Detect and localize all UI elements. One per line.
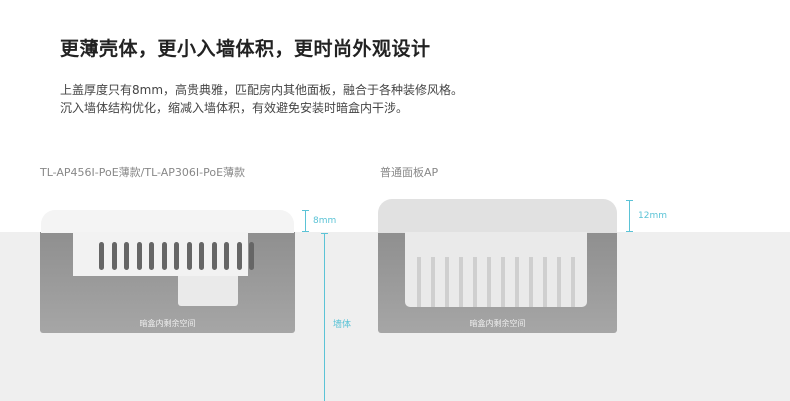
vent-slat <box>501 257 505 307</box>
left-thickness-label: 8mm <box>313 216 337 226</box>
vent-slot <box>211 242 217 270</box>
left-thickness-marker <box>305 210 306 232</box>
right-thickness-label: 12mm <box>638 211 667 221</box>
vent-slat <box>571 257 575 307</box>
vent-slat <box>515 257 519 307</box>
wall-label: 墙体 <box>333 320 352 330</box>
vent-slat <box>529 257 533 307</box>
vent-slat <box>543 257 547 307</box>
description-line-2: 沉入墙体结构优化，缩减入墙体积，有效避免安装时暗盒内干涉。 <box>60 101 409 115</box>
vent-slat <box>445 257 449 307</box>
vent-slot <box>149 242 154 270</box>
vent-slot <box>199 242 204 270</box>
right-thickness-marker <box>629 200 630 232</box>
vent-slot <box>124 242 129 270</box>
vent-slot <box>99 242 104 270</box>
right-caption: 普通面板AP <box>380 166 439 179</box>
vent-slot <box>224 242 229 270</box>
vent-slot <box>161 242 167 270</box>
description-line-1: 上盖厚度只有8mm，高贵典雅，匹配房内其他面板，融合于各种装修风格。 <box>60 83 464 97</box>
left-thin-panel <box>41 210 294 233</box>
left-module-tab <box>178 276 238 306</box>
left-space-label: 暗盒内剩余空间 <box>139 319 196 328</box>
right-space-label: 暗盒内剩余空间 <box>469 319 526 328</box>
vent-slat <box>487 257 491 307</box>
vent-slat <box>473 257 477 307</box>
vent-slat <box>431 257 435 307</box>
vent-slot <box>136 242 142 270</box>
right-standard-panel <box>378 199 617 233</box>
wall-depth-line <box>324 233 325 401</box>
vent-slot <box>249 242 254 270</box>
left-module <box>73 232 254 276</box>
left-caption: TL-AP456I-PoE薄款/TL-AP306I-PoE薄款 <box>40 166 246 179</box>
right-module <box>405 232 587 307</box>
vent-slot <box>174 242 179 270</box>
vent-slot <box>186 242 192 270</box>
page-title: 更薄壳体，更小入墙体积，更时尚外观设计 <box>60 38 431 60</box>
vent-slat <box>459 257 463 307</box>
vent-slat <box>557 257 561 307</box>
vent-slat <box>417 257 421 307</box>
vent-slot <box>111 242 117 270</box>
vent-slot <box>236 242 242 270</box>
